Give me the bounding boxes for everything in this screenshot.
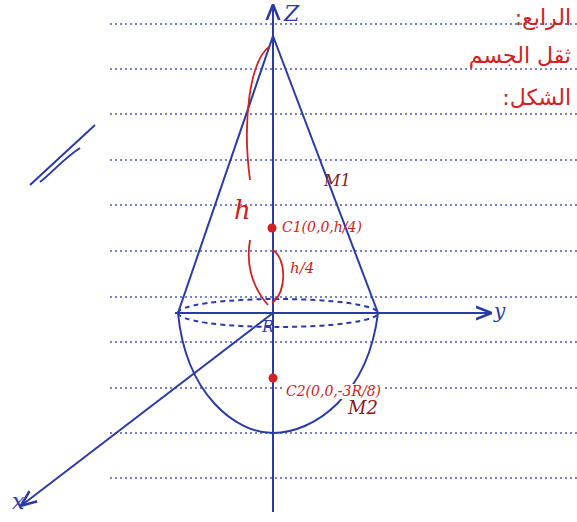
axis-name: Z — [284, 2, 299, 26]
point-label: C1(0,0,h/4) — [282, 220, 362, 235]
body-outline — [22, 6, 490, 512]
point-label: C2(0,0,-3R/8) — [284, 384, 383, 399]
part-name: M1 — [324, 172, 351, 190]
part-name: M2 — [348, 398, 378, 418]
dimension-label: h — [234, 196, 251, 225]
dimension-brackets — [247, 46, 283, 305]
centroid-dots — [268, 224, 278, 383]
dimension-label: h/4 — [290, 260, 314, 277]
note-text: ثقل الجسم — [469, 44, 571, 68]
axis-name: x — [12, 490, 24, 514]
dimension-label: R — [262, 318, 274, 336]
ruled-lines — [110, 24, 577, 478]
note-text: الشكل: — [502, 86, 571, 110]
axis-name: y — [494, 300, 505, 322]
note-text: الرابع: — [515, 6, 571, 30]
